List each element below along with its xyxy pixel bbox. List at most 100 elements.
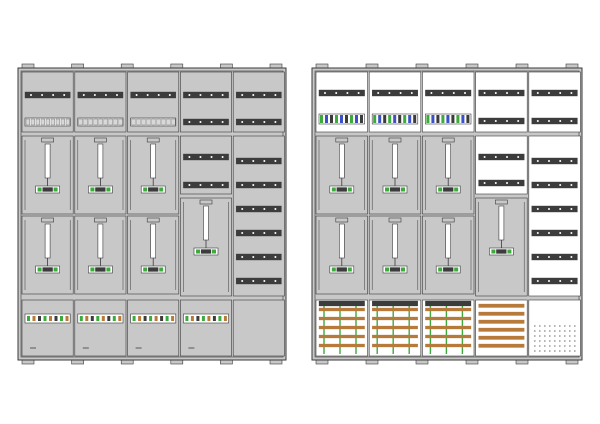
left-top-breakers-cell	[151, 118, 156, 126]
right-bottom-busbar	[425, 334, 472, 339]
left-col5-rail-dot	[252, 184, 255, 186]
left-top-breakers-cell	[55, 118, 60, 126]
left-top-rail-dot	[146, 94, 149, 96]
left-bottom-clip	[165, 316, 169, 321]
left-top-rail-dot	[104, 94, 107, 96]
right-top-breaker-pole	[345, 115, 348, 123]
right-meter-tall-terminal-green	[491, 249, 496, 254]
right-col5-rail-dot	[548, 208, 550, 210]
right-bottom-bump	[515, 359, 529, 365]
left-top-rail-dot	[210, 121, 213, 123]
right-col5-rail-dot	[570, 256, 573, 258]
left-meter-terminal-green	[53, 187, 58, 192]
right-top-breaker-pole	[378, 115, 382, 123]
right-top-breaker-pole	[335, 115, 338, 123]
left-bottom-clip	[218, 316, 222, 321]
left-bottom-clip	[190, 316, 194, 321]
right-bottom-busbar	[478, 303, 525, 308]
right-col4-rail-dot	[506, 182, 508, 184]
right-col5-rail-dot	[548, 160, 550, 162]
left-bottom-clip	[196, 316, 200, 321]
left-top-rail	[77, 91, 124, 99]
left-top-rail-dot	[168, 94, 171, 96]
right-bottom-top-rail	[425, 300, 472, 307]
perforation-hole	[553, 340, 556, 342]
right-col5-rail-dot	[559, 232, 562, 234]
perforation-hole	[573, 325, 576, 327]
perforation-hole	[573, 330, 576, 332]
left-top-breakers-cell	[93, 118, 98, 126]
right-top-rail	[372, 89, 419, 97]
left-top-bump	[21, 63, 35, 69]
right-meter-terminal-green	[385, 187, 389, 192]
left-meter-rail	[97, 223, 104, 259]
perforation-hole	[573, 345, 576, 347]
right-top-breaker-pole	[320, 115, 323, 123]
left-col5-rail-dot	[263, 232, 266, 234]
left-meter-tall-bracket	[199, 199, 213, 205]
left-top-rail	[183, 118, 229, 126]
left-top-rail	[235, 91, 282, 99]
right-col5-rail	[531, 229, 578, 237]
right-meter-tall-bracket	[495, 199, 508, 205]
left-meter-terminal-green	[106, 267, 111, 272]
left-meter-tall-terminal-green	[212, 249, 216, 254]
left-col5-rail-dot	[252, 208, 255, 210]
left-meter-bracket	[94, 217, 107, 223]
right-meter-bracket	[335, 137, 349, 143]
left-col5-rail-dot	[241, 232, 244, 234]
left-top-breakers-cell	[45, 118, 50, 126]
perforation-hole	[558, 335, 561, 337]
left-bottom-clip	[132, 316, 136, 321]
left-top-breakers-cell	[88, 118, 93, 126]
open-cabinet-view	[311, 63, 583, 365]
left-meter-bracket	[41, 137, 54, 143]
right-top-breaker-pole	[355, 115, 358, 123]
left-bottom-clip	[85, 316, 89, 321]
right-top-rail	[478, 89, 525, 97]
right-top-rail-dot	[377, 92, 380, 94]
left-col5-rail-dot	[263, 280, 266, 282]
left-col5-rail-dot	[252, 256, 255, 258]
left-top-rail-dot	[221, 121, 224, 123]
left-meter-bracket	[94, 137, 107, 143]
right-col5-rail-dot	[536, 160, 539, 162]
right-top-rail-dot	[517, 92, 520, 94]
left-top-breakers-cell	[103, 118, 108, 126]
right-top-bump	[465, 63, 479, 69]
right-bottom-busbar	[318, 343, 365, 348]
left-col5-rail	[235, 205, 282, 213]
right-col5-rail	[531, 253, 578, 261]
right-col5-rail-dot	[559, 280, 562, 282]
left-top-bump	[220, 63, 233, 69]
right-col5-rail-dot	[536, 280, 539, 282]
perforation-hole	[538, 340, 541, 342]
left-top-breakers-cell	[161, 118, 166, 126]
right-col5-rail-dot	[570, 208, 573, 210]
left-bottom-clip	[201, 316, 205, 321]
left-meter-rail	[97, 143, 104, 179]
right-top-rail-dot	[570, 92, 573, 94]
left-meter-bracket	[41, 217, 54, 223]
left-top-bump	[269, 63, 283, 69]
left-top-breakers-cell	[146, 118, 151, 126]
left-bottom-bump	[269, 359, 283, 365]
right-col4-rail-dot	[517, 156, 520, 158]
left-bottom-module	[74, 299, 127, 357]
perforation-hole	[553, 325, 556, 327]
perforation-hole	[568, 335, 571, 337]
right-bottom-busbar	[372, 325, 418, 330]
left-top-rail-dot	[52, 94, 55, 96]
right-top-breaker-pole	[431, 115, 435, 123]
left-col5-rail-dot	[263, 256, 266, 258]
right-bottom-perforated	[533, 325, 576, 352]
left-top-breakers-cell	[40, 118, 45, 126]
right-top-rail	[531, 89, 578, 97]
right-col5-rail-dot	[559, 184, 562, 186]
left-col4-rail-dot	[188, 156, 191, 158]
right-top-breaker-pole	[398, 115, 402, 123]
left-col5-rail-dot	[274, 256, 277, 258]
left-meter-terminal-dark	[42, 267, 53, 272]
left-top-rail-dot	[199, 121, 202, 123]
perforation-hole	[538, 350, 541, 352]
